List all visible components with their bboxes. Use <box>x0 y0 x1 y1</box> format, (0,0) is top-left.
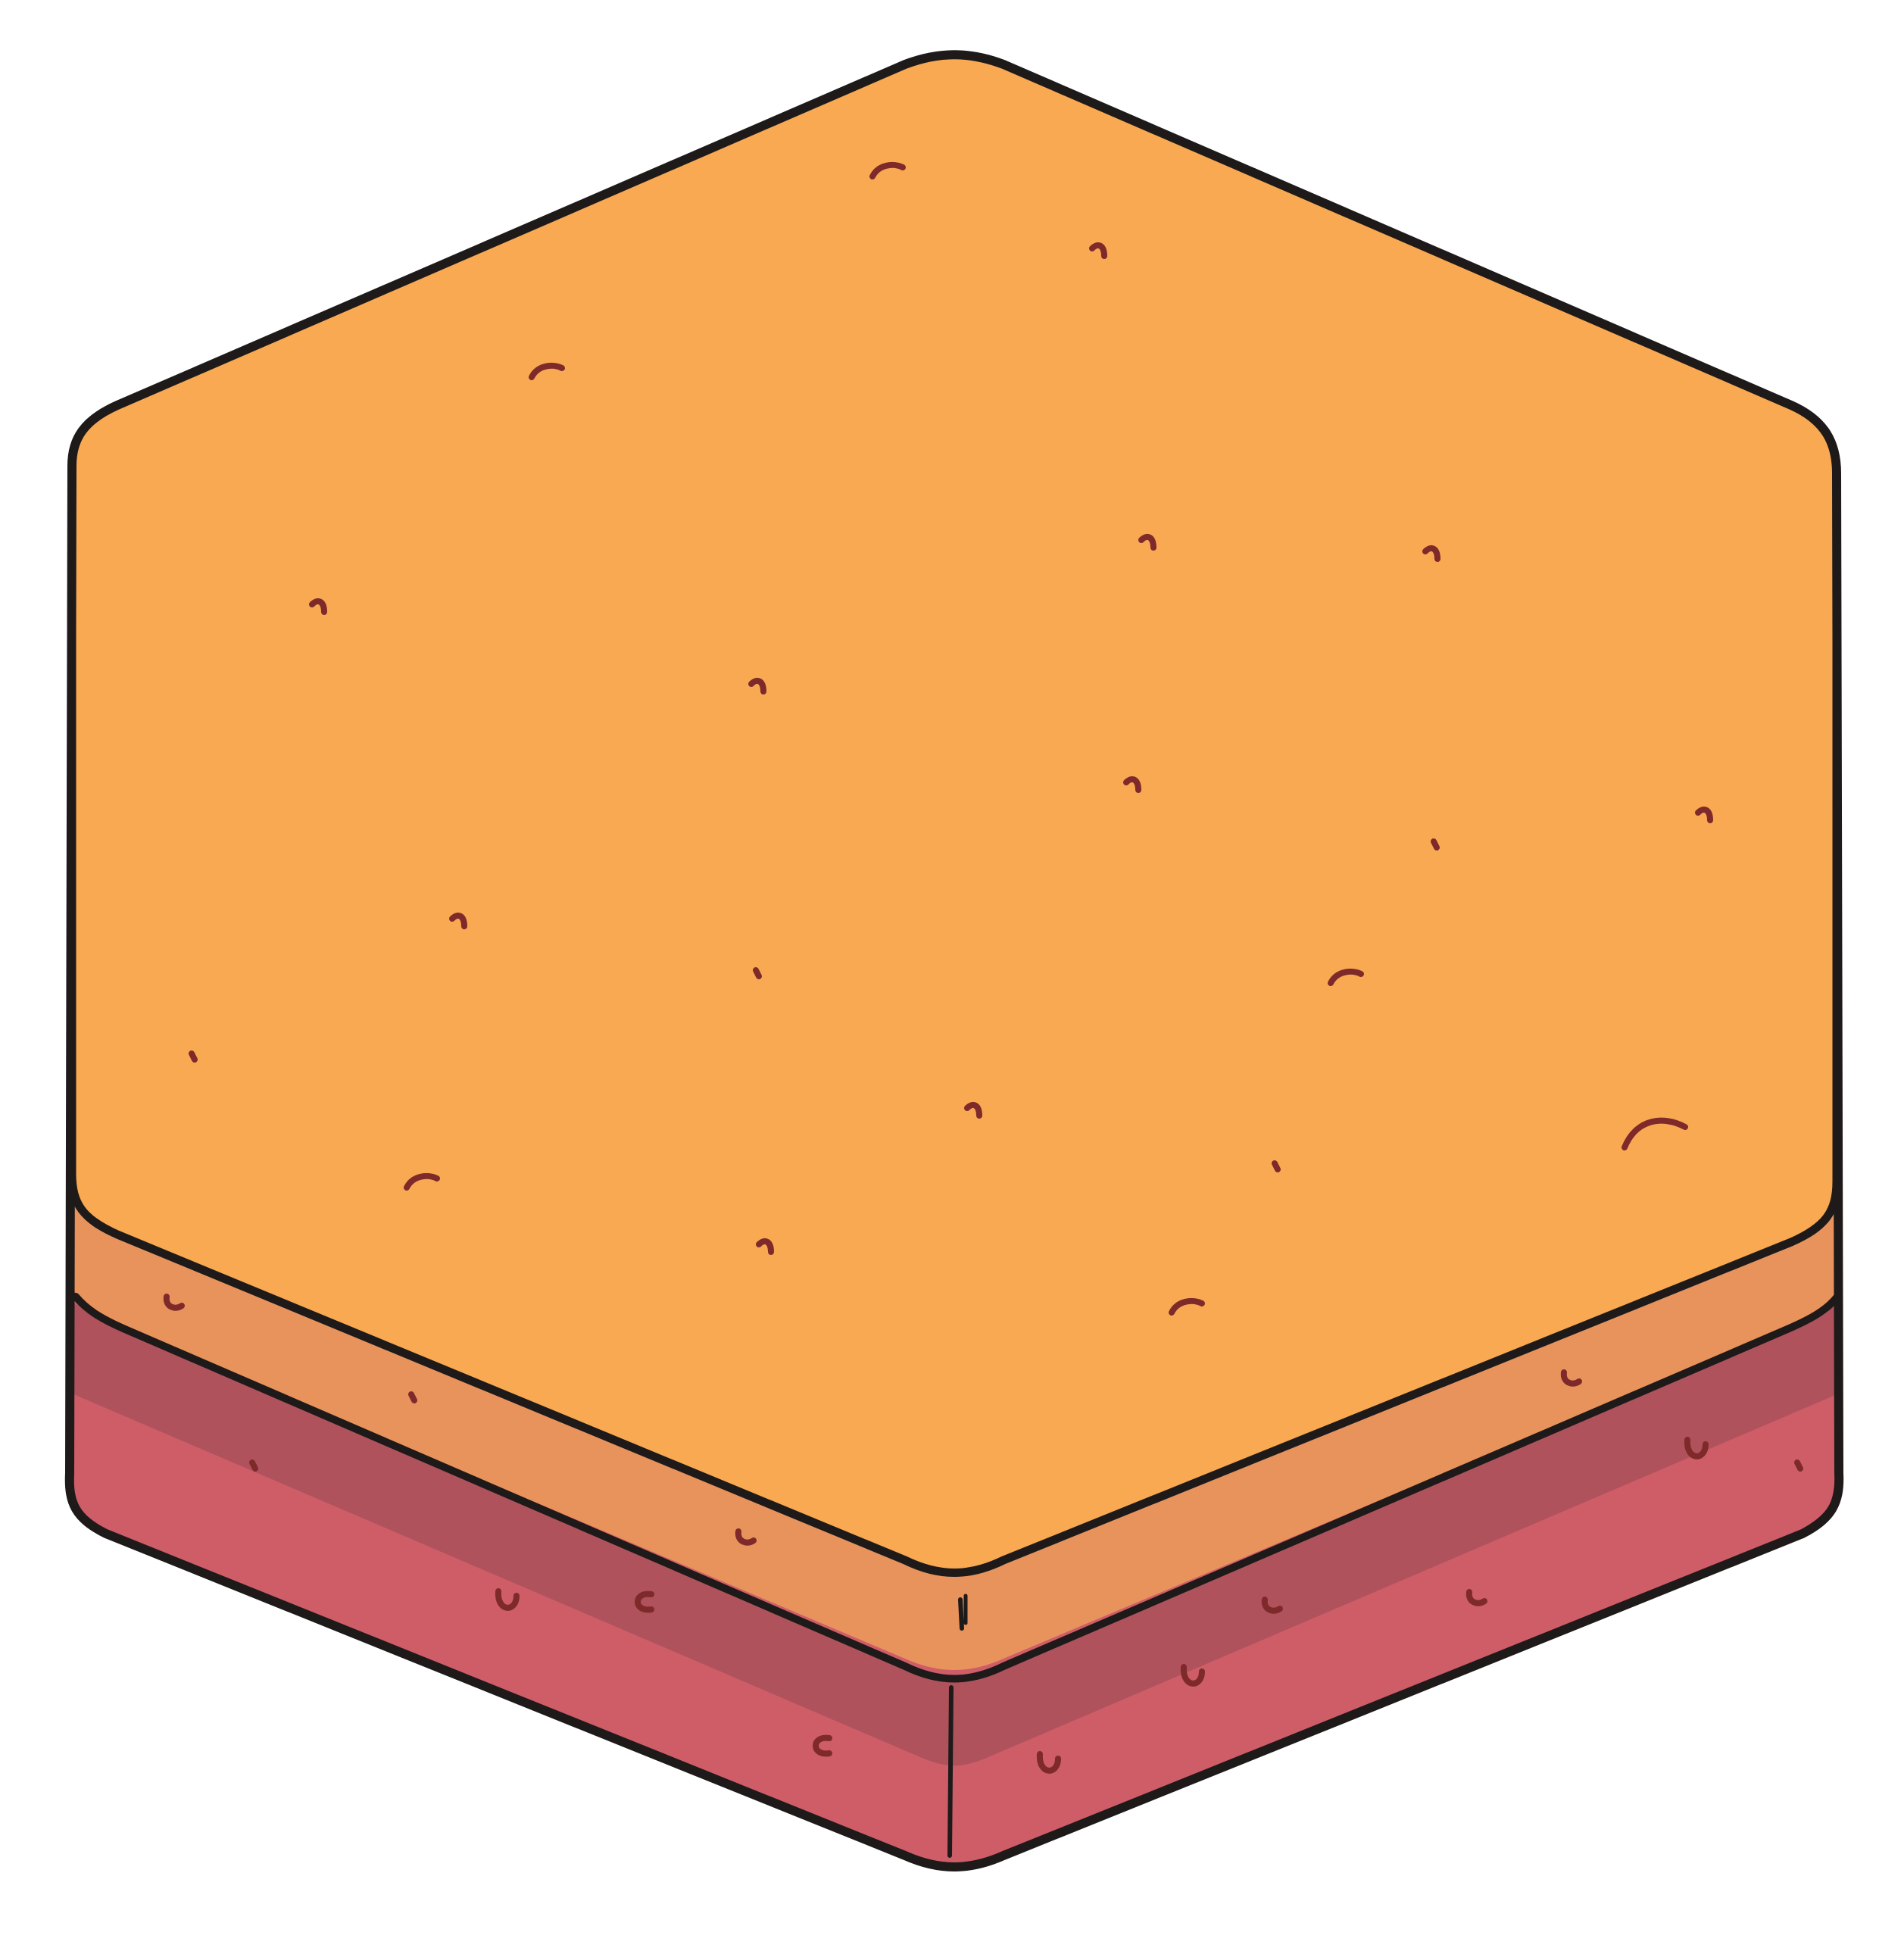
pebble-mark-icon <box>635 1590 654 1613</box>
band-divider-upper <box>72 1293 1841 1683</box>
side-speckle-group <box>163 1294 1803 1774</box>
speckle-mark-icon <box>1431 838 1440 851</box>
top-speckle-group <box>189 161 1713 1316</box>
speckle-mark-icon <box>309 598 327 615</box>
pebble-mark-icon <box>163 1294 185 1311</box>
speckle-mark-icon <box>189 1050 198 1063</box>
pebble-mark-icon <box>249 1459 258 1472</box>
speckle-mark-icon <box>869 161 906 179</box>
speckle-mark-icon <box>748 677 766 695</box>
speckle-mark-icon <box>1089 242 1107 259</box>
speckle-mark-icon <box>1328 968 1364 986</box>
pebble-mark-icon <box>735 1528 757 1546</box>
speckle-mark-icon <box>1169 1297 1205 1316</box>
speckle-mark-icon <box>756 1238 774 1255</box>
speckle-mark-icon <box>1422 545 1440 562</box>
speckle-mark-icon <box>1123 776 1141 793</box>
pebble-mark-icon <box>1036 1751 1061 1774</box>
front-corner-lower <box>947 1685 954 1858</box>
speckle-mark-icon <box>1272 1160 1281 1172</box>
pebble-mark-icon <box>813 1734 832 1757</box>
pebble-mark-icon <box>1560 1369 1582 1387</box>
side-middle-band <box>72 1303 1839 1766</box>
pebble-mark-icon <box>1684 1437 1709 1459</box>
speckle-mark-icon <box>404 1172 440 1191</box>
pebble-mark-icon <box>408 1391 417 1403</box>
speckle-mark-icon <box>1138 533 1156 551</box>
tile-outline <box>64 50 1844 1871</box>
pebble-mark-icon <box>1180 1664 1205 1687</box>
speckle-mark-icon <box>529 362 565 380</box>
speckle-mark-icon <box>753 967 762 979</box>
speckle-mark-icon <box>1622 1117 1688 1150</box>
speckle-mark-icon <box>449 912 467 929</box>
pebble-mark-icon <box>495 1588 520 1611</box>
pebble-mark-icon <box>1794 1459 1803 1472</box>
speckle-mark-icon <box>1695 806 1713 823</box>
pebble-mark-icon <box>1465 1589 1487 1606</box>
speckle-mark-icon <box>964 1101 982 1119</box>
front-corner-upper <box>958 1597 964 1631</box>
pebble-mark-icon <box>1261 1597 1283 1614</box>
